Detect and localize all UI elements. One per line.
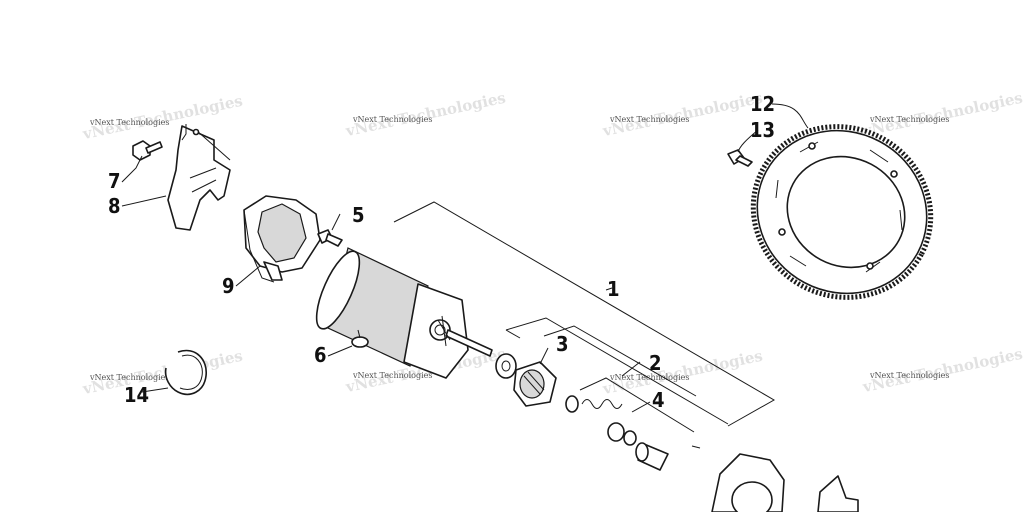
callout-14: 14 — [124, 383, 149, 407]
watermark: vNext Technologies vNext Technologies — [860, 89, 1024, 141]
watermark-text: vNext Technologies — [609, 115, 689, 124]
hex-housing — [711, 453, 785, 512]
spring-assembly — [565, 395, 637, 446]
callout-2: 2 — [649, 351, 662, 375]
watermark-text: vNext Technologies — [89, 373, 169, 382]
watermark: vNext Technologies vNext Technologies — [343, 89, 507, 141]
watermark: vNext Technologies vNext Technologies — [80, 347, 244, 399]
watermark-text: vNext Technologies — [89, 118, 169, 127]
watermark: vNext Technologies vNext Technologies — [80, 92, 244, 144]
starter-motor — [315, 247, 493, 379]
callout-8: 8 — [108, 194, 121, 218]
part-8-bracket — [167, 124, 231, 231]
callout-6: 6 — [314, 343, 327, 367]
watermark-text: vNext Technologies — [869, 371, 949, 380]
watermark-text: vNext Technologies — [869, 115, 949, 124]
callout-9: 9 — [222, 274, 235, 298]
part-3-pinion-gear — [513, 361, 557, 407]
watermark-text: vNext Technologies — [352, 115, 432, 124]
part-14-snap-ring — [164, 349, 207, 396]
group-lines — [393, 201, 776, 449]
callout-7: 7 — [108, 169, 121, 193]
callout-13: 13 — [750, 118, 775, 142]
part-7-bolt — [132, 140, 163, 161]
watermark: vNext Technologies vNext Technologies — [600, 89, 764, 141]
lower-bracket — [817, 475, 859, 512]
part-9-collar — [243, 195, 321, 283]
callout-labels: 1 2 3 4 5 6 7 8 9 12 13 14 — [108, 92, 775, 412]
callout-1: 1 — [607, 277, 620, 301]
part-13-bolt — [727, 149, 753, 167]
callout-3: 3 — [556, 332, 569, 356]
watermark: vNext Technologies vNext Technologies — [600, 347, 764, 399]
sleeve-cylinder — [635, 442, 669, 471]
part-12-ring-gear — [750, 124, 934, 300]
watermark-text: vNext Technologies — [352, 371, 432, 380]
part-5-bolt — [317, 229, 343, 247]
shaft-washer — [495, 353, 517, 379]
callout-12: 12 — [750, 92, 775, 116]
watermark-text: vNext Technologies — [609, 373, 689, 382]
watermark: vNext Technologies vNext Technologies — [860, 345, 1024, 397]
callout-5: 5 — [352, 203, 365, 227]
part-6-washer — [351, 329, 369, 348]
callout-4: 4 — [652, 388, 665, 412]
leader-lines — [121, 103, 809, 413]
